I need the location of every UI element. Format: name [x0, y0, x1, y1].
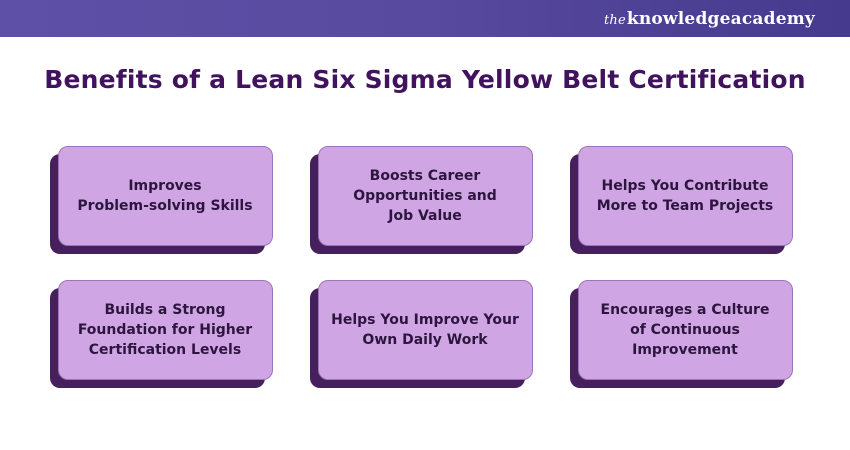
benefits-row-2: Builds a Strong Foundation for Higher Ce…: [0, 280, 850, 380]
benefit-card-boosts-career: Boosts Career Opportunities and Job Valu…: [317, 146, 533, 246]
benefit-card-contribute-team: Helps You Contribute More to Team Projec…: [577, 146, 793, 246]
benefits-grid: Improves Problem-solving Skills Boosts C…: [0, 146, 850, 380]
benefit-card-strong-foundation: Builds a Strong Foundation for Higher Ce…: [57, 280, 273, 380]
page-title: Benefits of a Lean Six Sigma Yellow Belt…: [44, 65, 806, 94]
knowledge-academy-logo: theknowledgeacademy: [604, 9, 815, 29]
logo-knowledge: knowledge: [626, 8, 731, 29]
benefit-card-improve-daily-work: Helps You Improve Your Own Daily Work: [317, 280, 533, 380]
logo-academy: academy: [730, 8, 815, 29]
benefit-card-improves-problem-solving: Improves Problem-solving Skills: [57, 146, 273, 246]
benefits-row-1: Improves Problem-solving Skills Boosts C…: [0, 146, 850, 246]
header-bar: theknowledgeacademy: [0, 0, 850, 37]
benefit-card-continuous-improvement: Encourages a Culture of Continuous Impro…: [577, 280, 793, 380]
logo-the: the: [603, 12, 626, 28]
